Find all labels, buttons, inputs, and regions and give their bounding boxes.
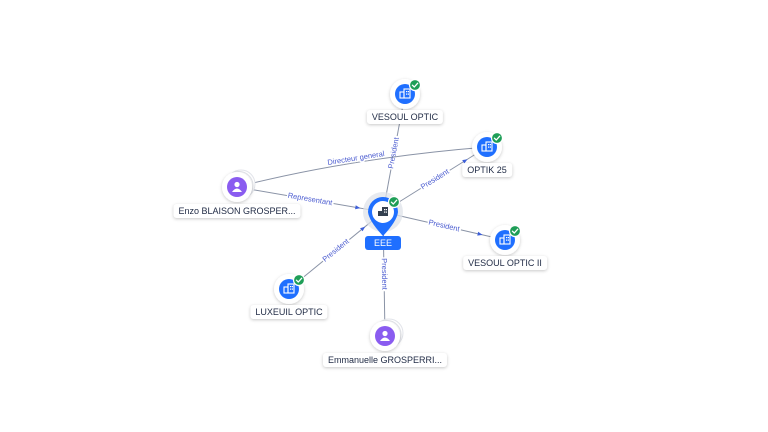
check-badge-icon [408,78,422,92]
node-label-enzo[interactable]: Enzo BLAISON GROSPER... [173,204,301,218]
building-icon [395,84,415,104]
building-icon [378,207,388,216]
building-icon [495,230,515,250]
edge-label: President [321,236,352,264]
person-icon [227,177,247,197]
node-label-vesoul-optic[interactable]: VESOUL OPTIC [366,110,444,124]
edge-label: Directeur general [327,149,386,167]
node-label-vesoul-optic-ii[interactable]: VESOUL OPTIC II [463,256,547,270]
check-badge-icon [508,224,522,238]
node-label-luxeuil-optic[interactable]: LUXEUIL OPTIC [250,305,328,319]
building-icon [477,137,497,157]
edge-label: President [386,136,401,170]
node-emmanuelle[interactable] [370,318,404,351]
node-luxeuil-optic[interactable] [274,273,306,304]
edge-label: President [380,258,390,291]
check-badge-icon [292,273,306,287]
node-label-emmanuelle[interactable]: Emmanuelle GROSPERRI... [322,353,448,367]
node-vesoul-optic[interactable] [390,78,422,109]
edge-label: President [428,218,462,234]
arrow-head [360,226,366,232]
nodes-layer [222,78,522,351]
center-node-label[interactable]: EEE [364,236,402,250]
node-label-optik-25[interactable]: OPTIK 25 [462,163,512,177]
edge-label: President [419,166,451,191]
edge-directeur-general[interactable]: Directeur general [236,146,488,188]
node-vesoul-optic-ii[interactable] [490,224,522,255]
person-icon [375,326,395,346]
building-icon [279,279,299,299]
arrow-head [355,205,361,210]
check-badge-icon [387,195,401,209]
arrow-head [477,231,483,236]
center-node[interactable] [363,192,403,236]
node-enzo[interactable] [222,169,256,202]
node-optik-25[interactable] [472,131,504,162]
arrow-head [462,159,468,164]
check-badge-icon [490,131,504,145]
